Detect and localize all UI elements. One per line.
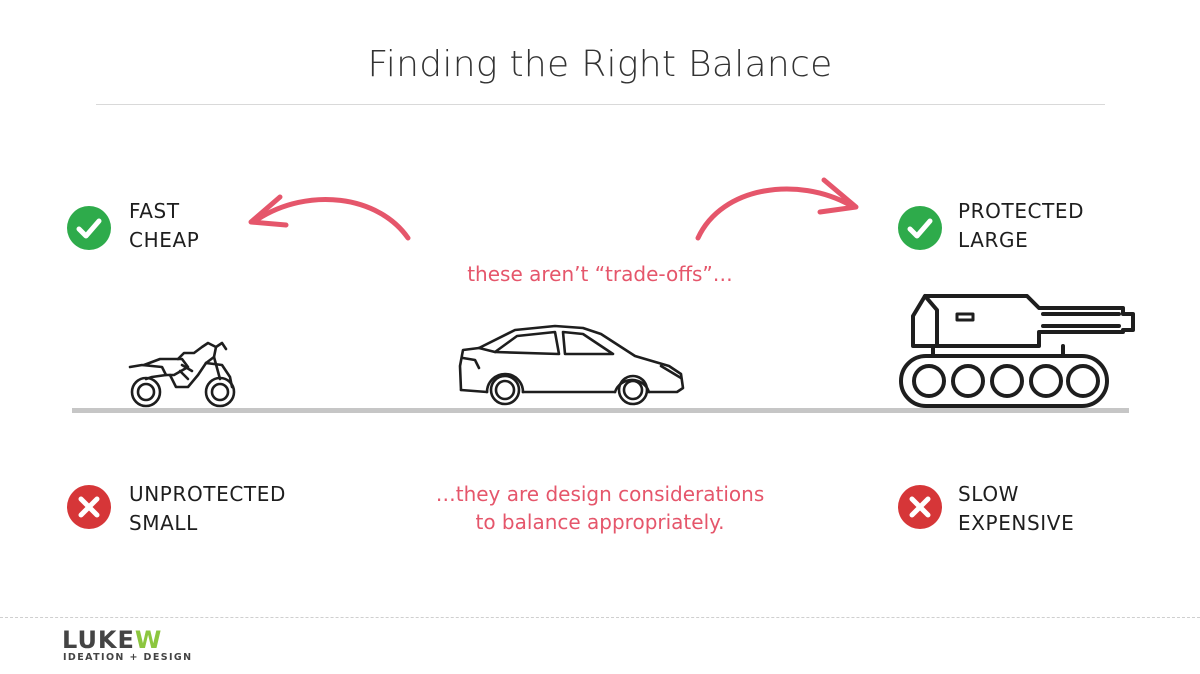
left-con-item: SMALL <box>129 511 198 535</box>
left-pro-item: CHEAP <box>129 228 200 252</box>
right-pros-list: PROTECTED LARGE <box>958 197 1084 255</box>
left-pro-item: FAST <box>129 199 180 223</box>
cross-icon <box>67 485 111 529</box>
tank-icon <box>899 294 1135 408</box>
check-icon <box>898 206 942 250</box>
lukew-logo: LUKEW <box>62 627 162 653</box>
title-divider <box>96 104 1105 105</box>
left-pros-list: FAST CHEAP <box>129 197 199 255</box>
car-icon <box>458 324 685 406</box>
right-con-item: SLOW <box>958 482 1020 506</box>
design-considerations-caption: …they are design considerations to balan… <box>340 480 860 536</box>
right-con-item: EXPENSIVE <box>958 511 1075 535</box>
trade-offs-caption: these aren’t “trade-offs”… <box>467 262 733 286</box>
arrow-right-icon <box>695 177 859 241</box>
right-pro-item: PROTECTED <box>958 199 1085 223</box>
caption-line: to balance appropriately. <box>475 510 725 534</box>
slide-title: Finding the Right Balance <box>367 44 833 85</box>
logo-tagline: IDEATION + DESIGN <box>63 652 193 663</box>
left-cons-list: UNPROTECTED SMALL <box>129 480 286 538</box>
footer-divider <box>0 617 1200 618</box>
cross-icon <box>898 485 942 529</box>
logo-accent: W <box>134 626 163 654</box>
caption-line: …they are design considerations <box>435 482 765 506</box>
right-cons-list: SLOW EXPENSIVE <box>958 480 1074 538</box>
motorcycle-icon <box>128 341 236 408</box>
arrow-left-icon <box>248 194 411 241</box>
ground-line <box>72 408 1129 413</box>
left-con-item: UNPROTECTED <box>129 482 286 506</box>
check-icon <box>67 206 111 250</box>
logo-main: LUKE <box>62 626 135 654</box>
right-pro-item: LARGE <box>958 228 1029 252</box>
